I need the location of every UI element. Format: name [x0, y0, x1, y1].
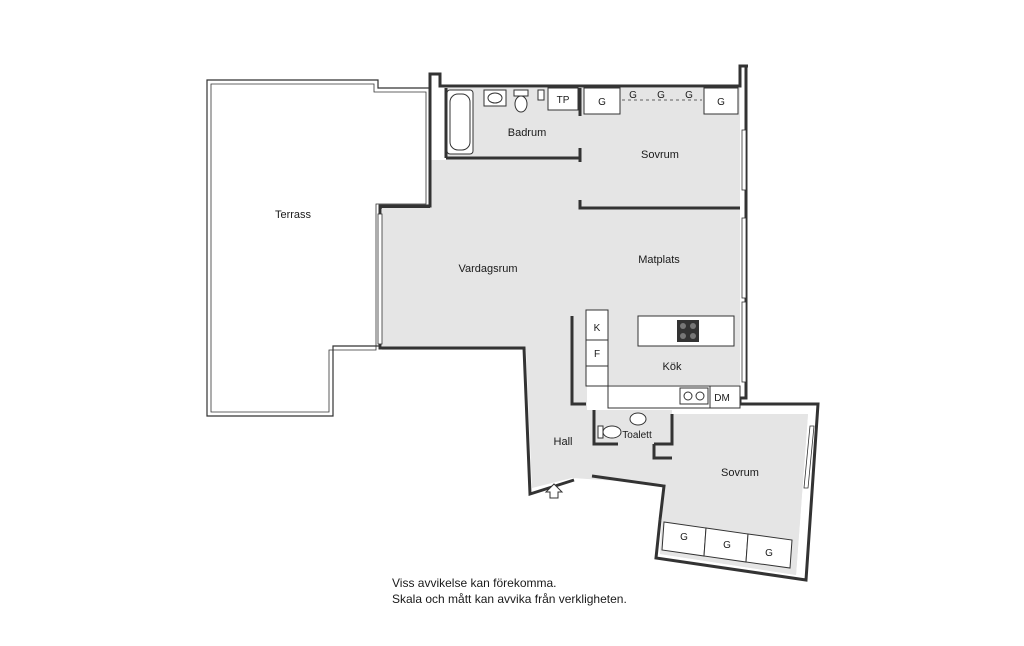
room-label-vardagsrum: Vardagsrum	[458, 263, 517, 275]
kitchen-sink-bowl	[683, 391, 693, 401]
wall-toilet	[592, 410, 674, 446]
room-label-sovrum-top: Sovrum	[641, 149, 679, 161]
stove-burner	[680, 333, 686, 339]
room-label-hall: Hall	[554, 436, 573, 448]
freezer-label: F	[594, 349, 600, 360]
room-label-badrum: Badrum	[508, 127, 547, 139]
stove-burner	[690, 333, 696, 339]
wall-toilet-right	[652, 444, 672, 460]
wardrobe-top-1-label: G	[598, 97, 606, 108]
outer-wall-left	[378, 160, 575, 497]
wardrobe-bottom-3-label: G	[765, 548, 773, 559]
window-dining-2	[741, 301, 747, 383]
room-label-toalett: Toalett	[622, 430, 652, 441]
stove-burner	[680, 323, 686, 329]
bathroom-toilet-tank	[513, 89, 529, 97]
bathroom-small-box	[537, 89, 545, 101]
tp-label: TP	[557, 95, 570, 106]
stove-cooktop	[677, 320, 699, 342]
outer-wall-top	[428, 64, 748, 160]
wardrobe-bottom-3	[745, 533, 793, 569]
toilet-room-toilet-bowl	[602, 425, 622, 439]
bathroom-sink-bowl	[487, 92, 503, 104]
toilet-room-toilet-tank	[597, 425, 604, 439]
wardrobe-top-5	[703, 87, 739, 115]
bathtub-inner	[449, 93, 471, 151]
outer-wall-entrance	[591, 474, 666, 521]
terrace-inner-line	[210, 83, 427, 413]
wardrobe-top-2-label: G	[629, 90, 637, 101]
wall-bedroom-bottom	[578, 200, 740, 210]
window-dining-1	[741, 217, 747, 299]
wall-kitchen-counter-left	[570, 316, 586, 406]
window-bedroom-lower	[803, 425, 815, 489]
wardrobe-bottom-1-label: G	[680, 532, 688, 543]
outer-wall-right	[654, 66, 820, 582]
window-living	[377, 213, 383, 345]
fridge-label: K	[594, 323, 601, 334]
disclaimer-line-1: Viss avvikelse kan förekomma.	[392, 576, 557, 590]
dishwasher-label: DM	[714, 393, 730, 404]
entrance-arrow-icon	[544, 483, 564, 499]
toilet-room-sink	[629, 412, 647, 426]
kitchen-cabinet-column	[585, 309, 609, 387]
wardrobe-bottom-2-label: G	[723, 540, 731, 551]
room-label-matplats: Matplats	[638, 254, 680, 266]
wardrobe-top-1	[583, 87, 621, 115]
kitchen-sink-bowl	[695, 391, 705, 401]
room-label-kok: Kök	[663, 361, 682, 373]
disclaimer-line-2: Skala och mått kan avvika från verklighe…	[392, 592, 627, 606]
window-bedroom-top	[741, 129, 747, 191]
wardrobe-top-5-label: G	[717, 97, 725, 108]
room-label-terrass: Terrass	[275, 209, 312, 221]
wardrobe-top-3-label: G	[657, 90, 665, 101]
room-label-sovrum-bottom: Sovrum	[721, 467, 759, 479]
tp-cabinet	[547, 87, 579, 111]
stove-burner	[690, 323, 696, 329]
bathroom-toilet-bowl	[514, 95, 528, 113]
disclaimer: Viss avvikelse kan förekomma. Skala och …	[392, 575, 627, 607]
wardrobe-top-4-label: G	[685, 90, 693, 101]
